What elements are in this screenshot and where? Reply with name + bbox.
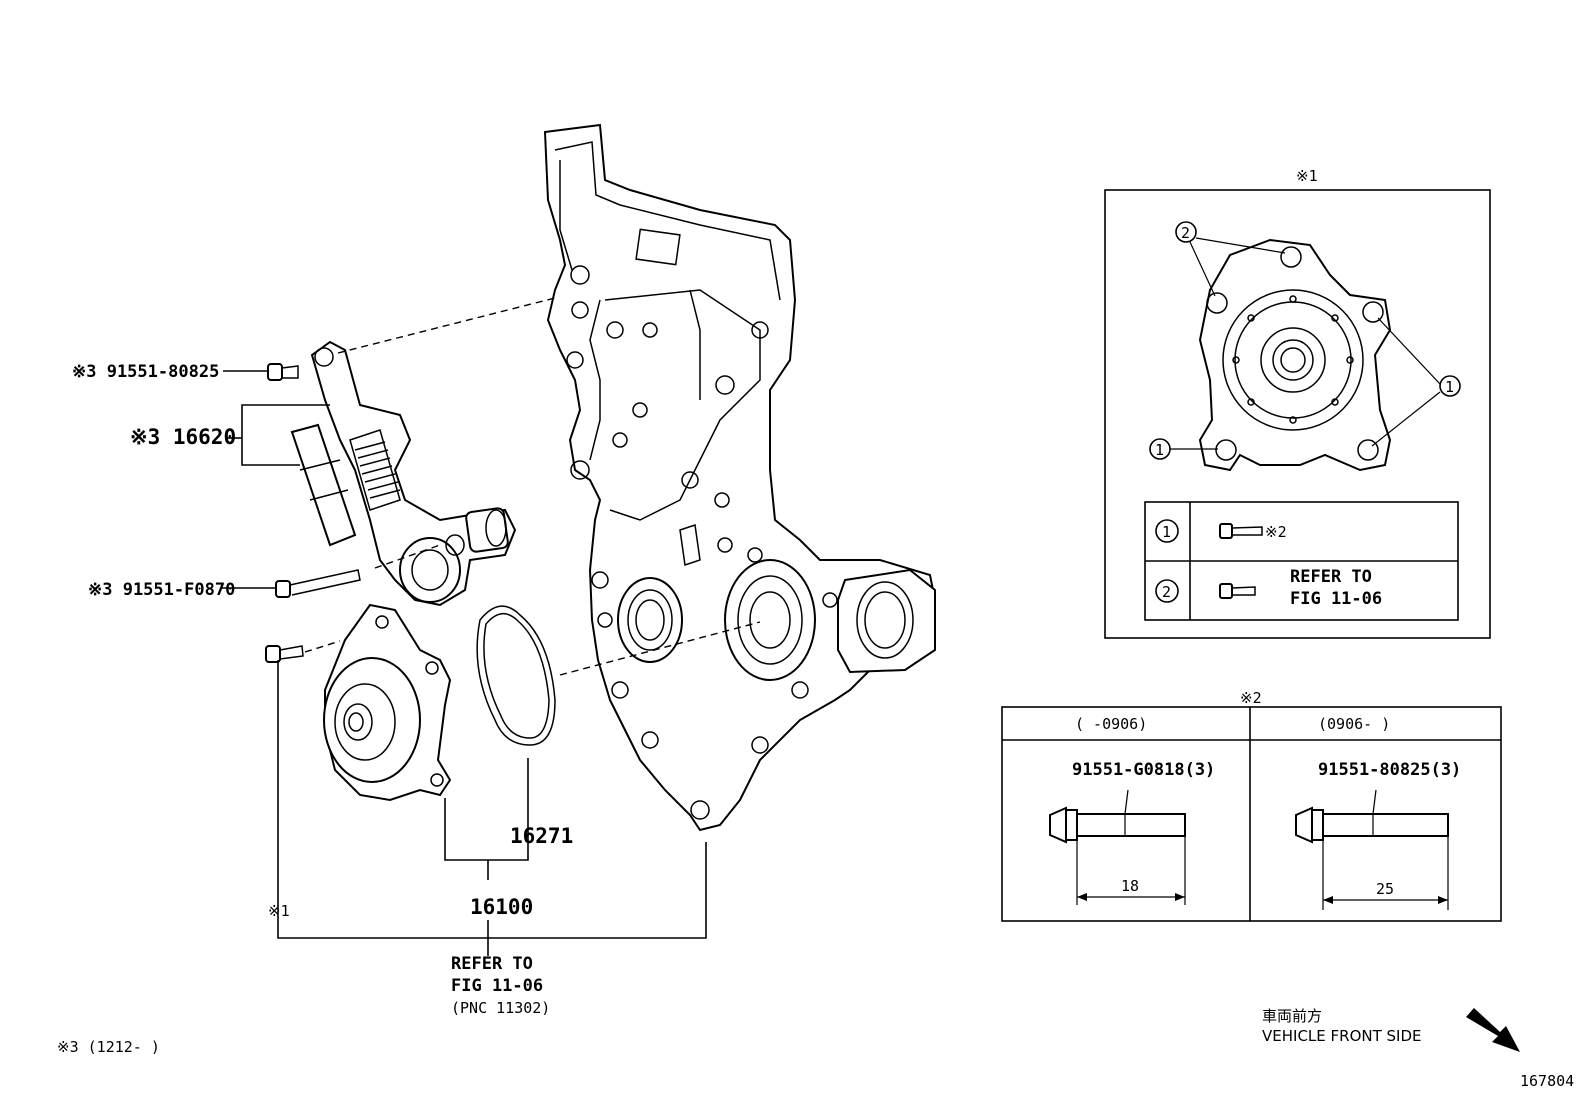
table-row2-line1: REFER TO (1290, 567, 1372, 587)
label-water-pump: 16100 (470, 895, 533, 919)
label-gasket: 16271 (510, 824, 573, 848)
front-arrow-icon (1466, 1008, 1520, 1052)
front-label-jp: 車両前方 (1262, 1007, 1322, 1025)
inset1-callout-2: 2 (1181, 224, 1190, 242)
timing-chain-cover (543, 123, 937, 832)
refer-line-2: FIG 11-06 (451, 976, 543, 996)
inset-2: ※2 ( -0906) (0906- ) 91551-G0818(3) 9155… (1001, 689, 1502, 922)
table-row2-line2: FIG 11-06 (1290, 589, 1382, 609)
inset1-pump-rear-view (1198, 238, 1392, 472)
label-bolt-long: ※3 91551-F0870 (88, 580, 235, 600)
inset2-col2-header: (0906- ) (1318, 715, 1390, 733)
inset1-callout-1-left: 1 (1155, 441, 1164, 459)
water-pump (323, 603, 452, 802)
inset-1: ※1 2 1 (1104, 167, 1491, 639)
bolt-water-pump (265, 645, 304, 663)
vehicle-front-indicator: 車両前方 VEHICLE FRONT SIDE (1262, 1007, 1520, 1052)
label-note1: ※1 (268, 902, 290, 920)
refer-line-3: (PNC 11302) (451, 999, 550, 1017)
inset1-fastener-table: 1 2 ※2 REFER TO FIG 11-06 (1144, 501, 1459, 621)
bolt-91551-F0870 (275, 569, 361, 598)
bolt-91551-80825-drawing (1295, 789, 1449, 910)
table-row1-bolt-icon (1219, 523, 1263, 539)
belt-tensioner (290, 340, 517, 607)
figure-number: 167804 (1520, 1072, 1574, 1090)
alignment-lines (304, 297, 761, 676)
label-tensioner: ※3 16620 (130, 425, 236, 449)
leader-lines (221, 370, 707, 956)
inset2-col1-length: 18 (1121, 877, 1139, 895)
bolt-91551-G0818-drawing (1049, 789, 1186, 905)
bolt-91551-80825 (267, 363, 299, 381)
table-row1-text: ※2 (1265, 523, 1287, 541)
inset2-col2-part: 91551-80825(3) (1318, 760, 1461, 780)
table-row2-bolt-icon (1219, 583, 1256, 599)
inset2-title: ※2 (1240, 689, 1262, 707)
table-row1-index: 1 (1162, 523, 1171, 541)
inset2-col1-header: ( -0906) (1075, 715, 1147, 733)
inset2-col1-part: 91551-G0818(3) (1072, 760, 1215, 780)
footnote: ※3 (1212- ) (57, 1038, 160, 1056)
label-bolt-top: ※3 91551-80825 (72, 362, 219, 382)
table-row2-index: 2 (1162, 583, 1171, 601)
front-label-en: VEHICLE FRONT SIDE (1262, 1027, 1422, 1045)
water-pump-gasket (476, 605, 556, 746)
inset1-callout-1-right: 1 (1445, 378, 1454, 396)
refer-line-1: REFER TO (451, 954, 533, 974)
inset2-col2-length: 25 (1376, 880, 1394, 898)
inset1-title: ※1 (1296, 167, 1318, 185)
